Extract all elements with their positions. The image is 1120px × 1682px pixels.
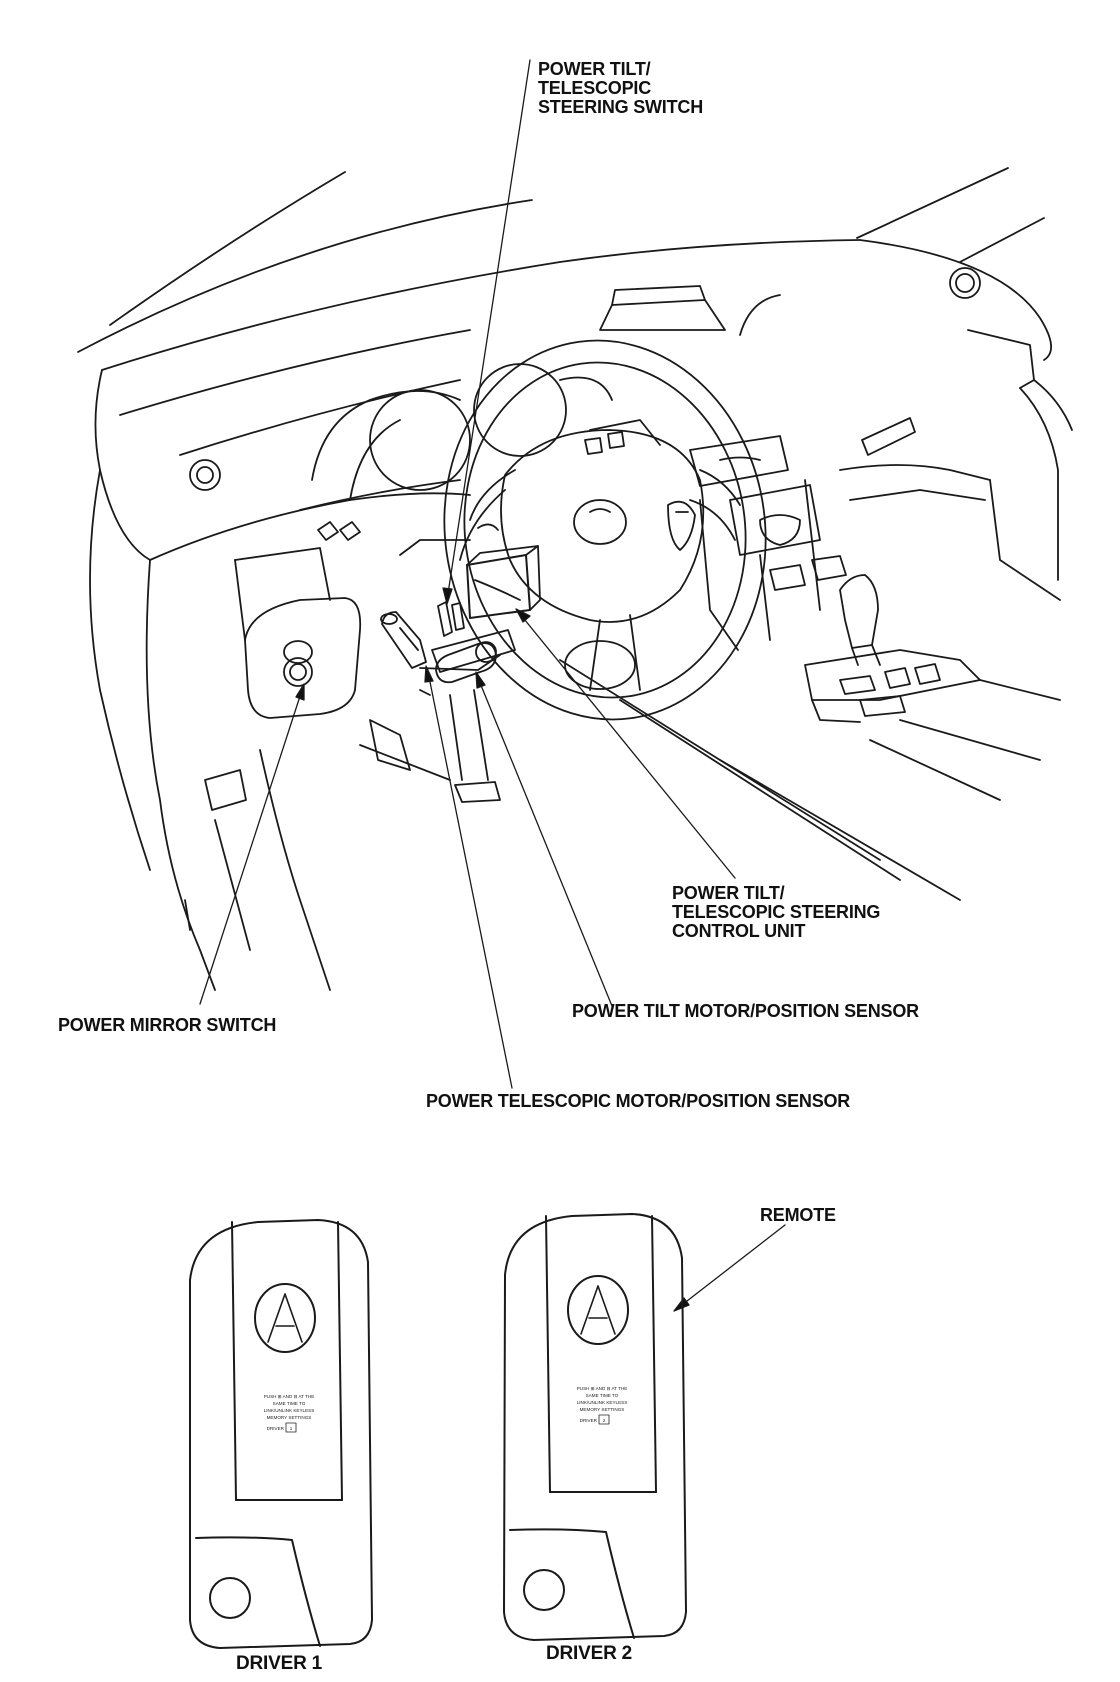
leader-telescopic-motor — [428, 672, 512, 1088]
remote-2-number-box — [599, 1415, 609, 1424]
label-remote: REMOTE — [760, 1205, 836, 1225]
label-tilt-switch-line-3: STEERING SWITCH — [538, 97, 704, 117]
arrow-mirror-switch — [296, 684, 304, 700]
left-door-area — [90, 460, 330, 990]
floor-lines — [360, 660, 960, 900]
label-telescopic-motor-sensor: POWER TELESCOPIC MOTOR/POSITION SENSOR — [426, 1091, 851, 1111]
leader-remote — [678, 1225, 785, 1308]
arrow-control-unit — [516, 609, 530, 622]
steering-column-components — [370, 546, 540, 802]
steering-wheel — [420, 320, 790, 741]
label-tilt-telescopic-switch: POWER TILT/ TELESCOPIC STEERING SWITCH — [538, 60, 703, 117]
leader-mirror-switch — [200, 690, 302, 1004]
remote-2-logo-mark — [581, 1286, 615, 1334]
remote-2-face: PUSH ⊞ AND ⊟ AT THE SAME TIME TO LINK/UN… — [577, 1386, 628, 1424]
remote-2-face-line-3: LINK/UNLINK KEYLESS — [577, 1400, 628, 1405]
remote-2-face-line-2: SAME TIME TO — [586, 1393, 619, 1398]
remote-1-face-line-2: SAME TIME TO — [273, 1401, 306, 1406]
label-control-unit-line-2: TELESCOPIC STEERING — [672, 902, 881, 922]
label-control-unit-line-1: POWER TILT/ — [672, 883, 785, 903]
arrow-tilt-motor — [476, 672, 485, 688]
remote-1-face-line-3: LINK/UNLINK KEYLESS — [264, 1408, 315, 1413]
caption-driver-1: DRIVER 1 — [236, 1653, 323, 1674]
leader-control-unit — [520, 614, 735, 878]
remote-driver-1 — [190, 1220, 372, 1648]
remote-1-face-line-4: MEMORY SETTINGS — [267, 1415, 312, 1420]
caption-driver-2: DRIVER 2 — [546, 1643, 633, 1664]
label-tilt-motor-sensor: POWER TILT MOTOR/POSITION SENSOR — [572, 1001, 919, 1021]
dashboard-outline — [95, 240, 1072, 580]
remote-1-logo-ring — [255, 1284, 315, 1352]
remote-2-face-line-1: PUSH ⊞ AND ⊟ AT THE — [577, 1386, 628, 1391]
label-tilt-switch-line-1: POWER TILT/ — [538, 59, 651, 79]
mirror-switch-illustration — [284, 641, 312, 686]
windshield-lines — [78, 168, 1044, 352]
arrow-tilt-switch — [443, 588, 452, 604]
remote-1-logo-mark — [268, 1294, 302, 1342]
remote-2-logo-ring — [568, 1276, 628, 1344]
remote-driver-2 — [504, 1214, 686, 1640]
remote-2-driver-word: DRIVER — [580, 1418, 598, 1423]
instrument-cluster — [312, 364, 612, 500]
left-lower-panel — [235, 480, 470, 718]
arrow-remote — [674, 1298, 689, 1311]
remote-1-face: PUSH ⊞ AND ⊟ AT THE SAME TIME TO LINK/UN… — [264, 1394, 315, 1432]
label-mirror-switch: POWER MIRROR SWITCH — [58, 1015, 277, 1035]
label-tilt-switch-line-2: TELESCOPIC — [538, 78, 652, 98]
leader-tilt-switch — [447, 60, 530, 600]
leader-tilt-motor — [478, 678, 612, 1006]
arrow-telescopic-motor — [425, 666, 433, 682]
remote-2-number: 2 — [603, 1418, 606, 1423]
center-console — [585, 420, 1060, 800]
label-control-unit-line-3: CONTROL UNIT — [672, 921, 806, 941]
remote-2-face-line-4: MEMORY SETTINGS — [580, 1407, 625, 1412]
remote-1-face-line-1: PUSH ⊞ AND ⊟ AT THE — [264, 1394, 315, 1399]
label-control-unit: POWER TILT/ TELESCOPIC STEERING CONTROL … — [672, 884, 880, 941]
leader-lines — [200, 60, 785, 1311]
remote-1-driver-word: DRIVER — [267, 1426, 285, 1431]
remote-1-number: 1 — [290, 1426, 293, 1431]
remote-1-number-box — [286, 1423, 296, 1432]
